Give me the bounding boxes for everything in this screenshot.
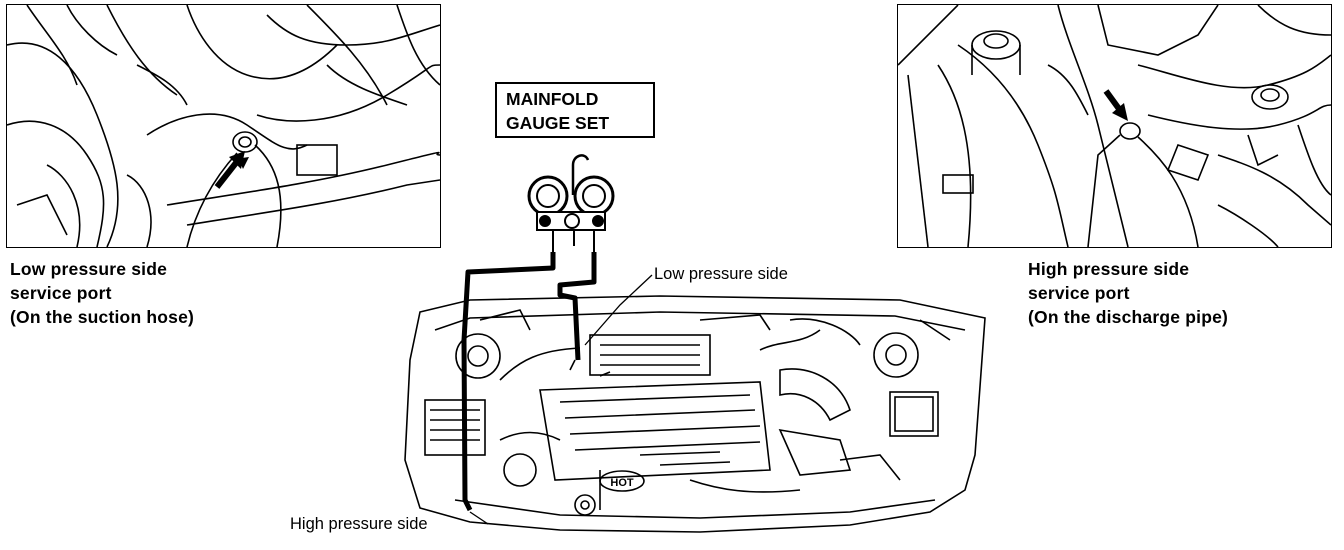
- high-pressure-leader: [469, 511, 489, 525]
- low-caption-line-3: (On the suction hose): [10, 307, 195, 327]
- low-pressure-hose: [557, 252, 597, 361]
- suction-hose-illustration: [7, 5, 440, 247]
- high-pressure-hose: [461, 252, 556, 512]
- high-caption-line-2: service port: [1028, 283, 1130, 303]
- high-caption-line-3: (On the discharge pipe): [1028, 307, 1229, 327]
- arrow-icon: [1103, 89, 1128, 121]
- high-pressure-side-callout: High pressure side: [290, 515, 428, 533]
- low-caption-line-1: Low pressure side: [10, 259, 168, 279]
- low-pressure-side-callout: Low pressure side: [654, 265, 788, 283]
- discharge-pipe-illustration: [898, 5, 1331, 247]
- low-pressure-leader: [584, 274, 653, 346]
- high-caption-line-1: High pressure side: [1028, 259, 1190, 279]
- high-pressure-caption: High pressure side service port (On the …: [1028, 257, 1228, 329]
- low-pressure-port-detail: [6, 4, 441, 248]
- high-pressure-port-detail: [897, 4, 1332, 248]
- gauge-label-line-1: MAINFOLD: [506, 89, 599, 109]
- engine-bay-icon: [404, 295, 986, 533]
- gauge-label-line-2: GAUGE SET: [506, 113, 610, 133]
- engine-hot-plate-text: HOT: [610, 477, 634, 489]
- manifold-gauge-icon: [527, 154, 615, 252]
- arrow-icon: [214, 151, 249, 189]
- low-pressure-caption: Low pressure side service port (On the s…: [10, 257, 194, 329]
- low-caption-line-2: service port: [10, 283, 112, 303]
- manifold-gauge-set-label: MAINFOLD GAUGE SET: [495, 82, 655, 138]
